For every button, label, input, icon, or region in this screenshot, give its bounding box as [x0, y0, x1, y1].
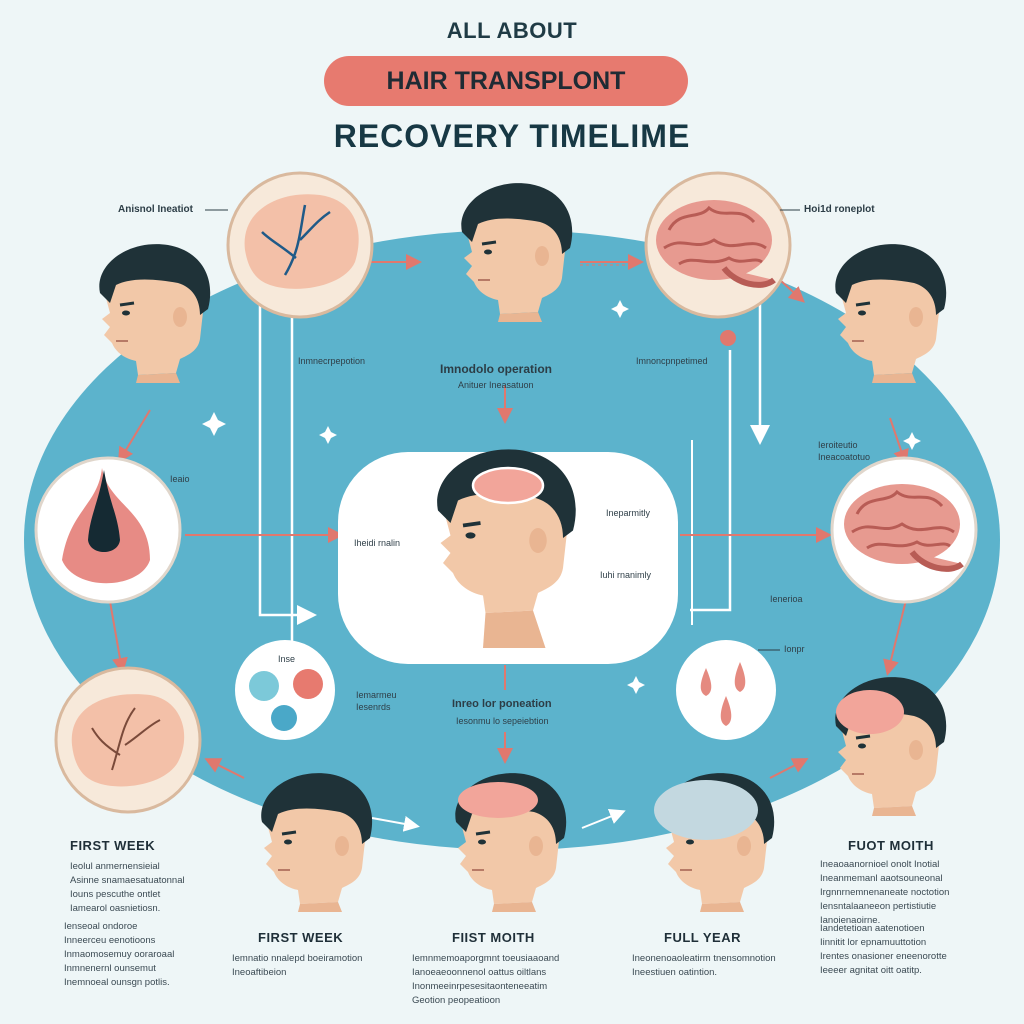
paragraph-right-1: Ineaoaanornioel onolt Inotial Ineanmeman… [820, 859, 950, 926]
center-top-title: Imnodolo operation [440, 362, 552, 376]
label-left-small: Ieaio [170, 474, 190, 484]
subtitle: RECOVERY TIMELIME [333, 118, 691, 154]
pills-note-2: Iesenrds [356, 702, 391, 712]
paragraph-bottom-3: Ineonenoaoleatirm tnensomnotion Ineestiu… [632, 953, 776, 978]
paragraph-bottom-1: Iemnatio nnalepd boeiramotion Ineoaftibe… [232, 953, 363, 978]
paragraph-left-2: Ienseoal ondoroe Inneerceu eenotioons In… [64, 921, 175, 988]
paragraph-right-2: Iandetetioan aatenotioen Iinnitit lor ep… [820, 923, 947, 976]
center-bottom-title: Inreo lor poneation [452, 698, 552, 710]
overline-title: ALL ABOUT [446, 18, 578, 43]
center-right-label-2: Iuhi rnanimly [600, 570, 652, 580]
right-note-1: Ieroiteutio [818, 440, 858, 450]
stage-first-week: FIRST WEEK [258, 930, 344, 945]
stage-first-month: FIIST MOITH [452, 930, 535, 945]
callout-top-right: Hoi1d roneplot [804, 204, 875, 215]
center-right-label-1: Ineparmitly [606, 508, 651, 518]
center-card [338, 452, 678, 664]
center-top-sub: Anituer Ineasatuon [458, 380, 534, 390]
center-bottom-sub: Iesonmu lo sepeiebtion [456, 716, 549, 726]
paragraph-left-1: Ieolul anmernensieial Asinne snamaesatua… [70, 861, 185, 914]
pills-label: Inse [278, 654, 296, 664]
callout-top-left: Anisnol Ineatiot [118, 204, 193, 215]
stage-foot-month: FUOT MOITH [848, 838, 934, 853]
stage-first-week-left: FIRST WEEK [70, 838, 156, 853]
label-right-mid: Imnoncpnpetimed [636, 356, 708, 366]
right-note-2: Ineacoatotuo [818, 452, 871, 462]
right-small-label: Ienerioa [770, 594, 803, 604]
label-left-mid: Inmnecrpepotion [298, 356, 366, 366]
stage-full-year: FULL YEAR [664, 930, 741, 945]
drops-label: Ionpr [784, 644, 805, 654]
paragraph-bottom-2: Iemnmemoaporgmnt toeusiaaoand Ianoeaeoon… [412, 953, 560, 1006]
title-banner: HAIR TRANSPLONT [324, 56, 688, 106]
center-left-label: Iheidi rnalin [354, 538, 401, 548]
pills-note: Iemarmeu [356, 690, 397, 700]
drops-icon [676, 640, 776, 740]
pills-icon [235, 640, 335, 740]
sparkle-icon [202, 412, 226, 436]
